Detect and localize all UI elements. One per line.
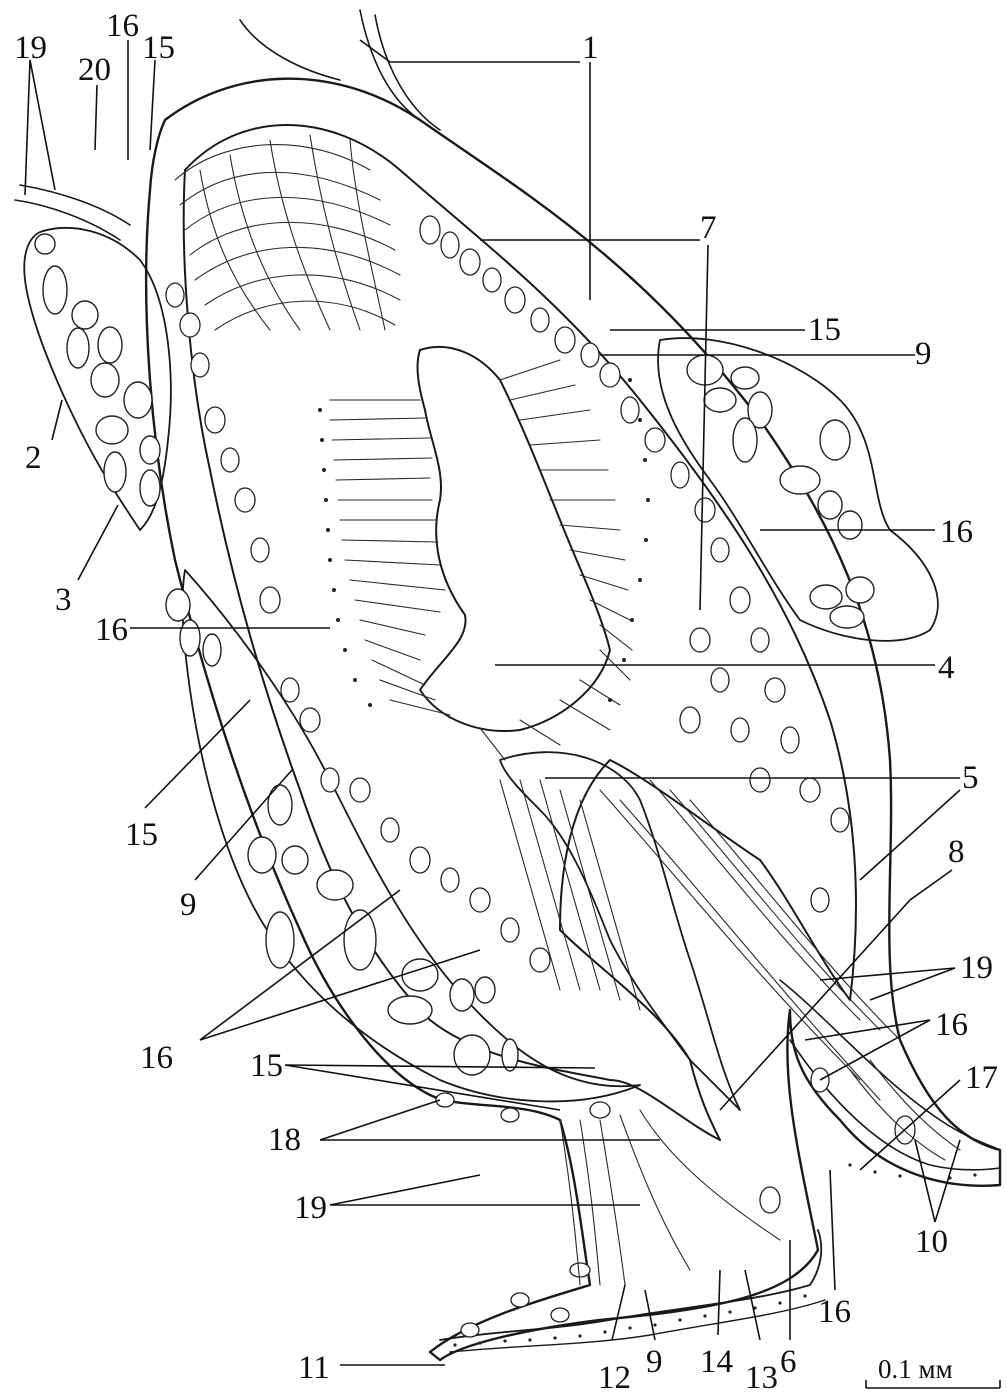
bottom-floor	[440, 1230, 821, 1340]
label-13: 13	[745, 1360, 778, 1393]
label-12: 12	[598, 1360, 631, 1393]
label-7: 7	[700, 210, 717, 246]
label-18: 18	[268, 1122, 301, 1158]
label-15-bottom: 15	[250, 1048, 283, 1084]
label-16-top: 16	[106, 8, 139, 44]
scale-bar-label: 0.1 мм	[878, 1354, 953, 1384]
fiber-texture	[175, 135, 960, 1285]
label-8: 8	[948, 834, 965, 870]
label-19-bottom: 19	[294, 1190, 327, 1226]
label-16-right: 16	[940, 514, 973, 550]
label-15-left: 15	[125, 817, 158, 853]
label-1: 1	[582, 30, 599, 66]
label-5: 5	[962, 760, 979, 796]
label-17: 17	[965, 1060, 998, 1096]
label-9-right: 9	[915, 336, 932, 372]
label-14: 14	[700, 1344, 733, 1380]
label-15-top: 15	[142, 30, 175, 66]
label-16-bottom: 16	[818, 1294, 851, 1330]
label-16-bottom-left: 16	[140, 1040, 173, 1076]
tissue-outlines	[15, 10, 1000, 1360]
label-19-right: 19	[960, 950, 993, 986]
top-nerve-strands	[15, 10, 440, 240]
label-9-bottom: 9	[646, 1344, 663, 1380]
label-16-lower-right: 16	[935, 1007, 968, 1043]
label-2: 2	[25, 440, 42, 476]
leader-lines	[25, 40, 960, 1365]
label-6: 6	[780, 1344, 797, 1380]
scale-bar: 0.1 мм	[866, 1354, 1000, 1388]
label-20: 20	[78, 52, 111, 88]
outer-contour	[146, 79, 1000, 1360]
lower-duct	[500, 752, 740, 1110]
central-lumen	[418, 347, 610, 731]
label-16-left: 16	[95, 612, 128, 648]
bottom-floor-inner	[450, 1300, 825, 1352]
label-3: 3	[55, 582, 72, 618]
label-11: 11	[298, 1350, 330, 1386]
label-9-left: 9	[180, 887, 197, 923]
labels: 1 2 3 4 5 6 7 8 9 9 9 10 11 12 13 14 15 …	[14, 8, 998, 1393]
label-10: 10	[915, 1224, 948, 1260]
label-15-right: 15	[808, 312, 841, 348]
label-4: 4	[938, 650, 955, 686]
label-19-top: 19	[14, 30, 47, 66]
